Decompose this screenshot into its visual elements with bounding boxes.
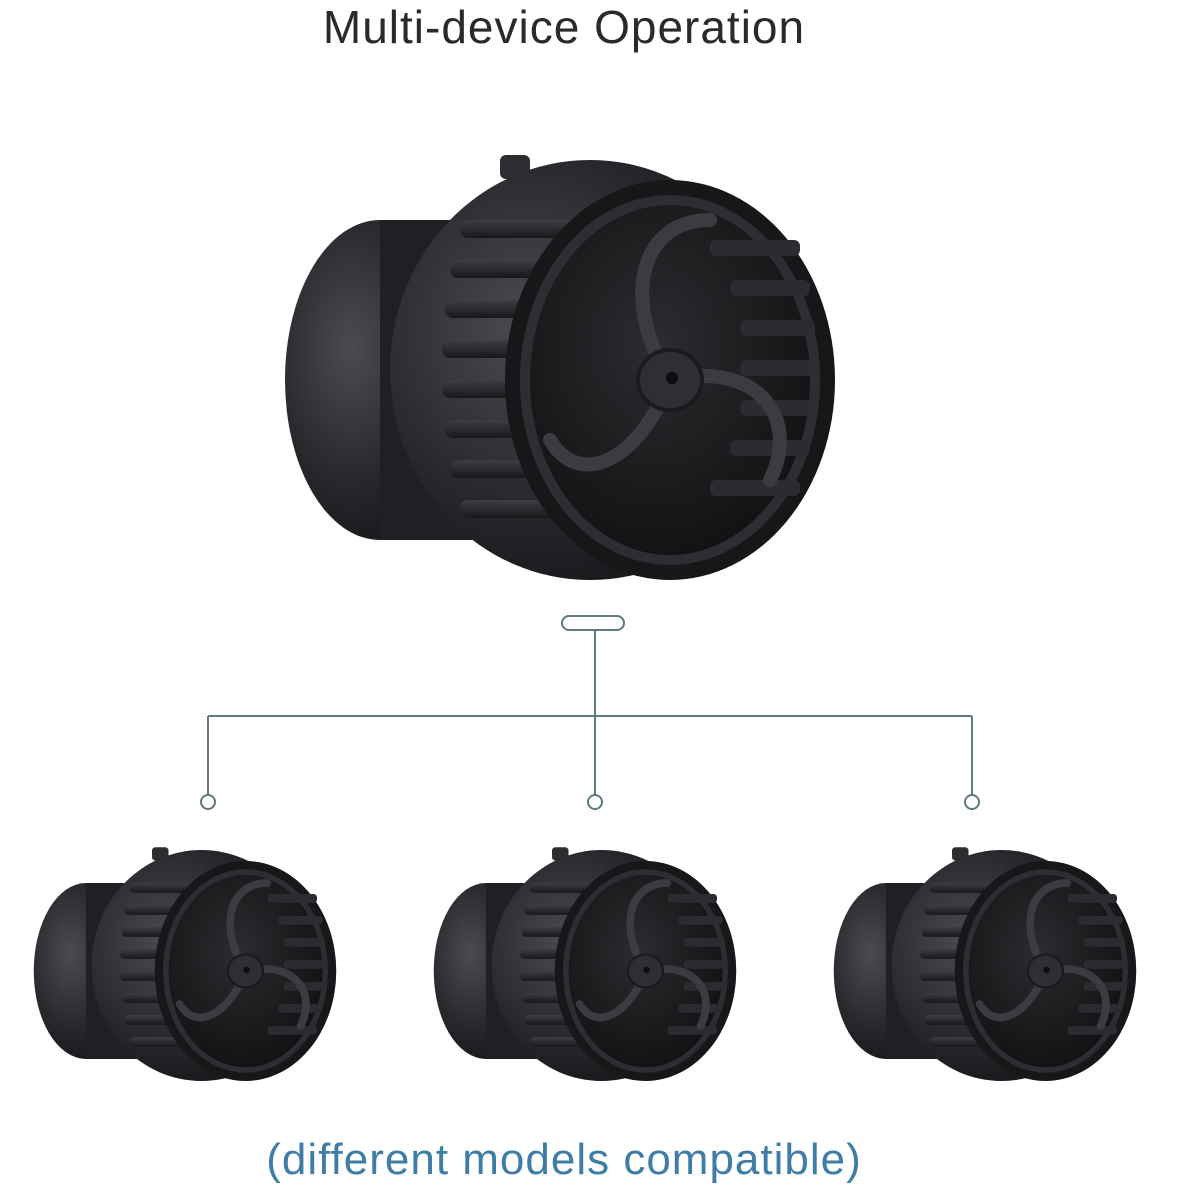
master-pump xyxy=(285,155,835,580)
slave-pump-1 xyxy=(34,847,337,1081)
connector-lines xyxy=(207,630,973,795)
compatibility-note: (different models compatible) xyxy=(266,1135,862,1184)
controller-port xyxy=(561,615,625,631)
connector-nodes xyxy=(200,794,980,810)
slave-pump-3 xyxy=(834,847,1137,1081)
slave-pump-2 xyxy=(434,847,737,1081)
page-title: Multi-device Operation xyxy=(322,1,806,53)
